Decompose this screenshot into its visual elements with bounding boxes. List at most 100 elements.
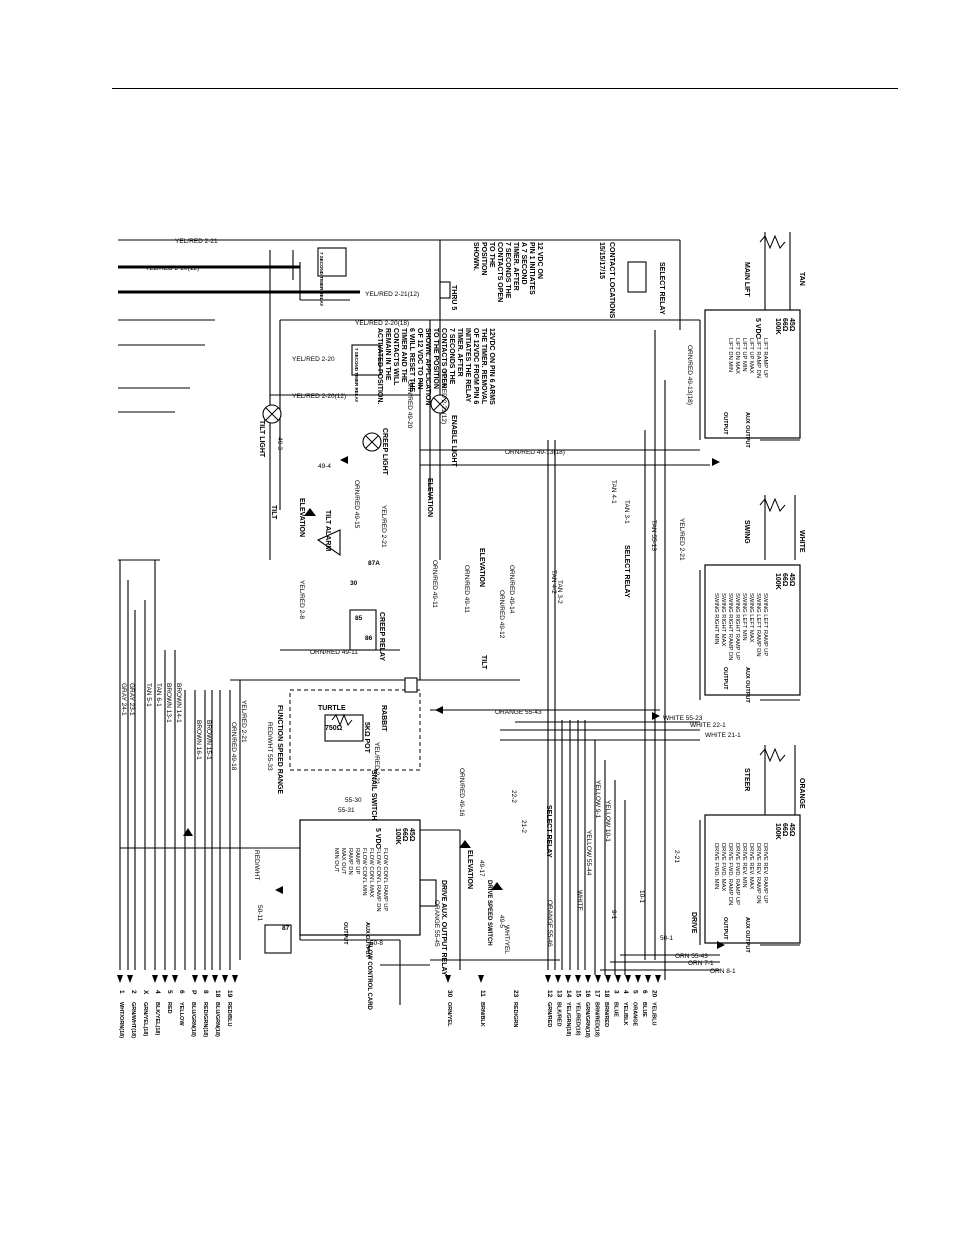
component-label: THRU 5 bbox=[450, 285, 457, 310]
relay-pin: 86 bbox=[365, 635, 373, 642]
card-adjust-label: DRIVE REV. MIN bbox=[741, 843, 747, 888]
wire-label: ORN/RED 49-13(18) bbox=[686, 345, 693, 405]
connector-pin: 3 bbox=[613, 990, 620, 994]
card-header-value: 100K bbox=[774, 823, 781, 840]
connector-pin: 18 bbox=[214, 990, 221, 998]
wire-label: ORANGE 55-46 bbox=[546, 900, 553, 947]
wire-label: YEL/RED 2-21 bbox=[678, 518, 685, 561]
card-adjust-label: SWING LEFT RAMP DN bbox=[755, 593, 761, 657]
connector-pin: 19 bbox=[226, 990, 233, 998]
diodes bbox=[183, 456, 725, 949]
card-adjust-label: LIFT RAMP UP bbox=[762, 338, 768, 378]
wire-label: ORANGE 55-45 bbox=[433, 900, 440, 947]
wire-label: BROWN 13-1 bbox=[165, 683, 172, 723]
wire-label: ORN/RED 49-12 bbox=[498, 590, 505, 639]
connector-wire: YEL/GRN(18) bbox=[565, 1002, 571, 1036]
wire-label: 50-8 bbox=[370, 940, 383, 947]
connector-pin: P bbox=[190, 990, 197, 995]
card-header-value: 100K bbox=[774, 318, 781, 335]
connector-pin: 1 bbox=[118, 990, 125, 994]
wire-label: 49-17 bbox=[478, 860, 485, 877]
note-line: OF 12 VDC TO PIN bbox=[416, 328, 423, 389]
wire-label: ORN 55-43 bbox=[675, 953, 708, 960]
wire-network bbox=[118, 232, 800, 1005]
component-label: ELEVATION bbox=[478, 548, 485, 587]
card-adjust-label: RAMP DN bbox=[347, 848, 353, 875]
component-label: DRIVE AUX. OUTPUT RELAY bbox=[440, 880, 447, 976]
card-footer-label: AUX OUTPUT bbox=[364, 922, 370, 958]
connector-pin: 5 bbox=[166, 990, 173, 994]
component-label: 7 SECOND TIMER RELAY bbox=[319, 252, 324, 306]
wire-label: 49-5 bbox=[498, 915, 505, 928]
card-adjust-label: SWING RIGHT MIN bbox=[713, 593, 719, 644]
connector-right: 12GRN/RED13BLK/RED14YEL/GRN(18)15YEL/RED… bbox=[546, 990, 658, 1038]
component-label: TILT bbox=[480, 655, 487, 670]
potentiometers bbox=[331, 234, 786, 763]
note-line: CONTACTS WILL bbox=[392, 328, 399, 386]
card-header-value: 66Ω bbox=[401, 828, 408, 842]
connector-pin: 13 bbox=[556, 990, 563, 998]
wire-label: RED/WHT 55-33 bbox=[266, 722, 273, 771]
connector-pin: 11 bbox=[479, 990, 486, 997]
connector-wire: RED/GRN(18) bbox=[202, 1002, 208, 1037]
wire-label: ORN 8-1 bbox=[710, 968, 736, 975]
wire-label: 21-2 bbox=[520, 820, 527, 833]
wire-label: WHITE 22-1 bbox=[690, 722, 726, 729]
note-line: POSITION bbox=[480, 242, 487, 275]
component-label: TILT bbox=[270, 505, 277, 520]
card-swing bbox=[704, 564, 801, 696]
component-label: ELEVATION bbox=[466, 850, 473, 889]
component-label: MAIN LIFT bbox=[743, 262, 750, 297]
component-label: FLOW CONTROL CARD bbox=[366, 942, 372, 1011]
connector-pin: 5 bbox=[632, 990, 639, 994]
control-cards bbox=[299, 309, 801, 944]
component-label: 750Ω bbox=[325, 725, 343, 732]
connector-pin: 14 bbox=[565, 990, 572, 998]
wire-label: GRAY 24-1 bbox=[120, 683, 127, 716]
note-line: 12VDC ON PIN 6 ARMS bbox=[488, 328, 495, 405]
connector-pin: 4 bbox=[154, 990, 161, 994]
card-adjust-label: MIN OUT bbox=[333, 848, 339, 873]
connector-wire: WHT/ORN(18) bbox=[118, 1002, 124, 1038]
card-header-value: 100K bbox=[774, 573, 781, 590]
connector-pin: 8 bbox=[202, 990, 209, 994]
component-label: ELEVATION bbox=[298, 498, 305, 537]
component-label: SELECT RELAY bbox=[545, 805, 552, 858]
connector-pin: 23 bbox=[512, 990, 519, 998]
card-adjust-label: DRIVE REV. RAMP UP bbox=[762, 843, 768, 903]
connector-wire: RED/BLU bbox=[226, 1002, 232, 1026]
note-line: SHOWN. APPLICATION bbox=[424, 328, 431, 405]
card-flow bbox=[299, 819, 421, 936]
thru-5-box bbox=[439, 281, 451, 299]
connector-wire: BLUE bbox=[613, 1002, 619, 1017]
wire-label: 55-30 bbox=[345, 797, 362, 804]
card-header-value: 45Ω bbox=[788, 823, 795, 837]
wire-label: BROWN 16-1 bbox=[195, 720, 202, 760]
card-footer-label: OUTPUT bbox=[722, 667, 728, 690]
card-header-value: 45Ω bbox=[408, 828, 415, 842]
connector-wire: BLUE bbox=[641, 1002, 647, 1017]
wire-label: 50-11 bbox=[256, 905, 263, 922]
connector-pin: 4 bbox=[622, 990, 629, 994]
wire-label: WHT/YEL bbox=[503, 925, 510, 954]
card-adjust-label: SWING RIGHT RAMP DN bbox=[727, 593, 733, 660]
card-adjust-label: SWING LEFT MAX bbox=[748, 593, 754, 643]
wire-label: 49-3 bbox=[276, 437, 283, 450]
connector-pin: 2 bbox=[130, 990, 137, 994]
wire-label: TAN 3-1 bbox=[623, 500, 630, 524]
connector-wire: BRN/RED bbox=[603, 1002, 609, 1027]
note-line: THE TIMER. REMOVAL bbox=[480, 328, 487, 405]
card-adjust-label: LIFT RAMP DN bbox=[755, 338, 761, 378]
note-line: TIMER. AFTER bbox=[512, 242, 519, 291]
connector-wire: BLK/YEL(18) bbox=[154, 1002, 160, 1035]
card-adjust-label: FLOW CON'L RAMP UP bbox=[382, 848, 388, 911]
component-label: CREEP LIGHT bbox=[381, 428, 388, 476]
card-adjust-label: FLOW CON'L RAMP DN bbox=[375, 848, 381, 912]
connector-wire: BRN/BLK bbox=[479, 1002, 485, 1027]
wire-label: ORN/RED 49-20 bbox=[406, 380, 413, 429]
wire-label: YEL/RED 2-21(12) bbox=[365, 291, 419, 298]
card-adjust-label: DRIVE REV. RAMP DN bbox=[755, 843, 761, 904]
